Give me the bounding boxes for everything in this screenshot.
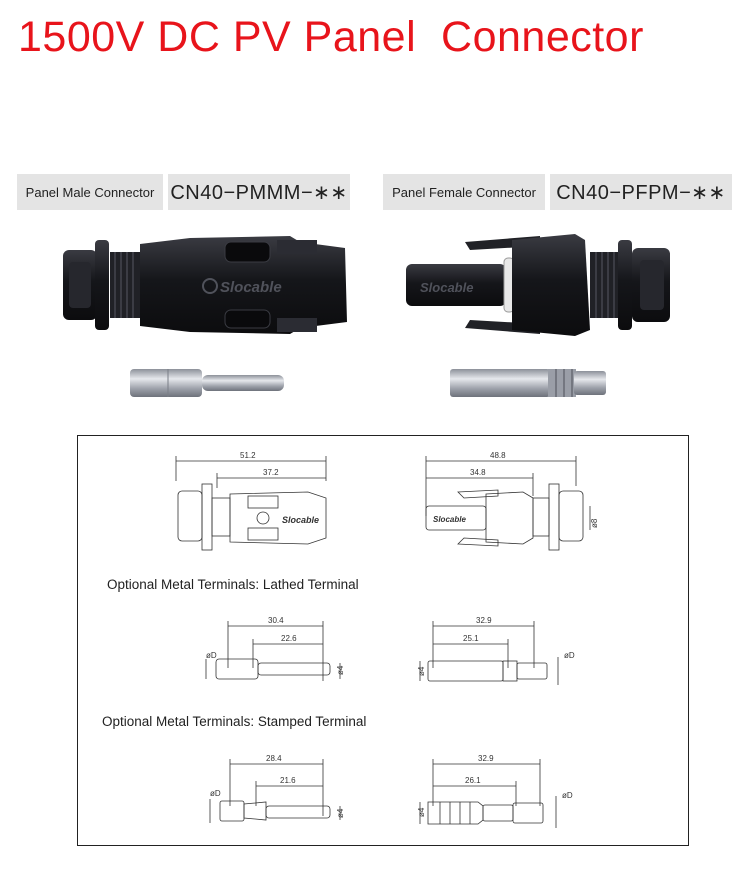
dim-stamped-female-dd: øD (562, 791, 573, 800)
male-pin-photo (130, 369, 284, 397)
dim-lathed-male-overall: 30.4 (268, 616, 284, 625)
dim-stamped-female-overall: 32.9 (478, 754, 494, 763)
dim-lathed-female-dd: øD (564, 651, 575, 660)
svg-text:Slocable: Slocable (433, 515, 466, 524)
dim-stamped-male-d4: ø4 (336, 808, 345, 818)
female-pin-photo (450, 369, 606, 397)
dim-stamped-male-overall: 28.4 (266, 754, 282, 763)
male-connector-label: Panel Male Connector (17, 174, 163, 210)
dim-lathed-male-inner: 22.6 (281, 634, 297, 643)
dim-female-dia: ø8 (590, 518, 599, 528)
dim-male-body: 37.2 (263, 468, 279, 477)
dim-stamped-female-d4: ø4 (417, 807, 426, 817)
dim-stamped-male-dd: øD (210, 789, 221, 798)
male-connector-photo: Slocable (63, 236, 347, 334)
dim-male-overall: 51.2 (240, 451, 256, 460)
technical-drawing: Slocable Slocable 51.2 37.2 48.8 34.8 ø8… (77, 435, 689, 846)
female-brand-text: Slocable (420, 280, 473, 295)
male-brand-text: Slocable (220, 279, 282, 296)
dim-lathed-male-d4: ø4 (336, 665, 345, 675)
drawing-canvas: Slocable Slocable 51.2 37.2 48.8 34.8 ø8… (175, 451, 599, 828)
lathed-terminal-label: Optional Metal Terminals: Lathed Termina… (107, 577, 359, 592)
dim-lathed-female-overall: 32.9 (476, 616, 492, 625)
female-connector-photo: Slocable (406, 234, 670, 336)
female-connector-code: CN40−PFPM−∗∗ (550, 174, 732, 210)
dim-stamped-male-inner: 21.6 (280, 776, 296, 785)
dim-female-body: 34.8 (470, 468, 486, 477)
male-connector-code: CN40−PMMM−∗∗ (168, 174, 350, 210)
page-title: 1500V DC PV Panel Connector (18, 13, 644, 61)
dim-lathed-male-dd: øD (206, 651, 217, 660)
female-connector-label: Panel Female Connector (383, 174, 545, 210)
svg-text:Slocable: Slocable (282, 515, 319, 525)
dim-female-overall: 48.8 (490, 451, 506, 460)
dim-lathed-female-d4: ø4 (417, 666, 426, 676)
dim-stamped-female-inner: 26.1 (465, 776, 481, 785)
stamped-terminal-label: Optional Metal Terminals: Stamped Termin… (102, 714, 367, 729)
dim-lathed-female-inner: 25.1 (463, 634, 479, 643)
